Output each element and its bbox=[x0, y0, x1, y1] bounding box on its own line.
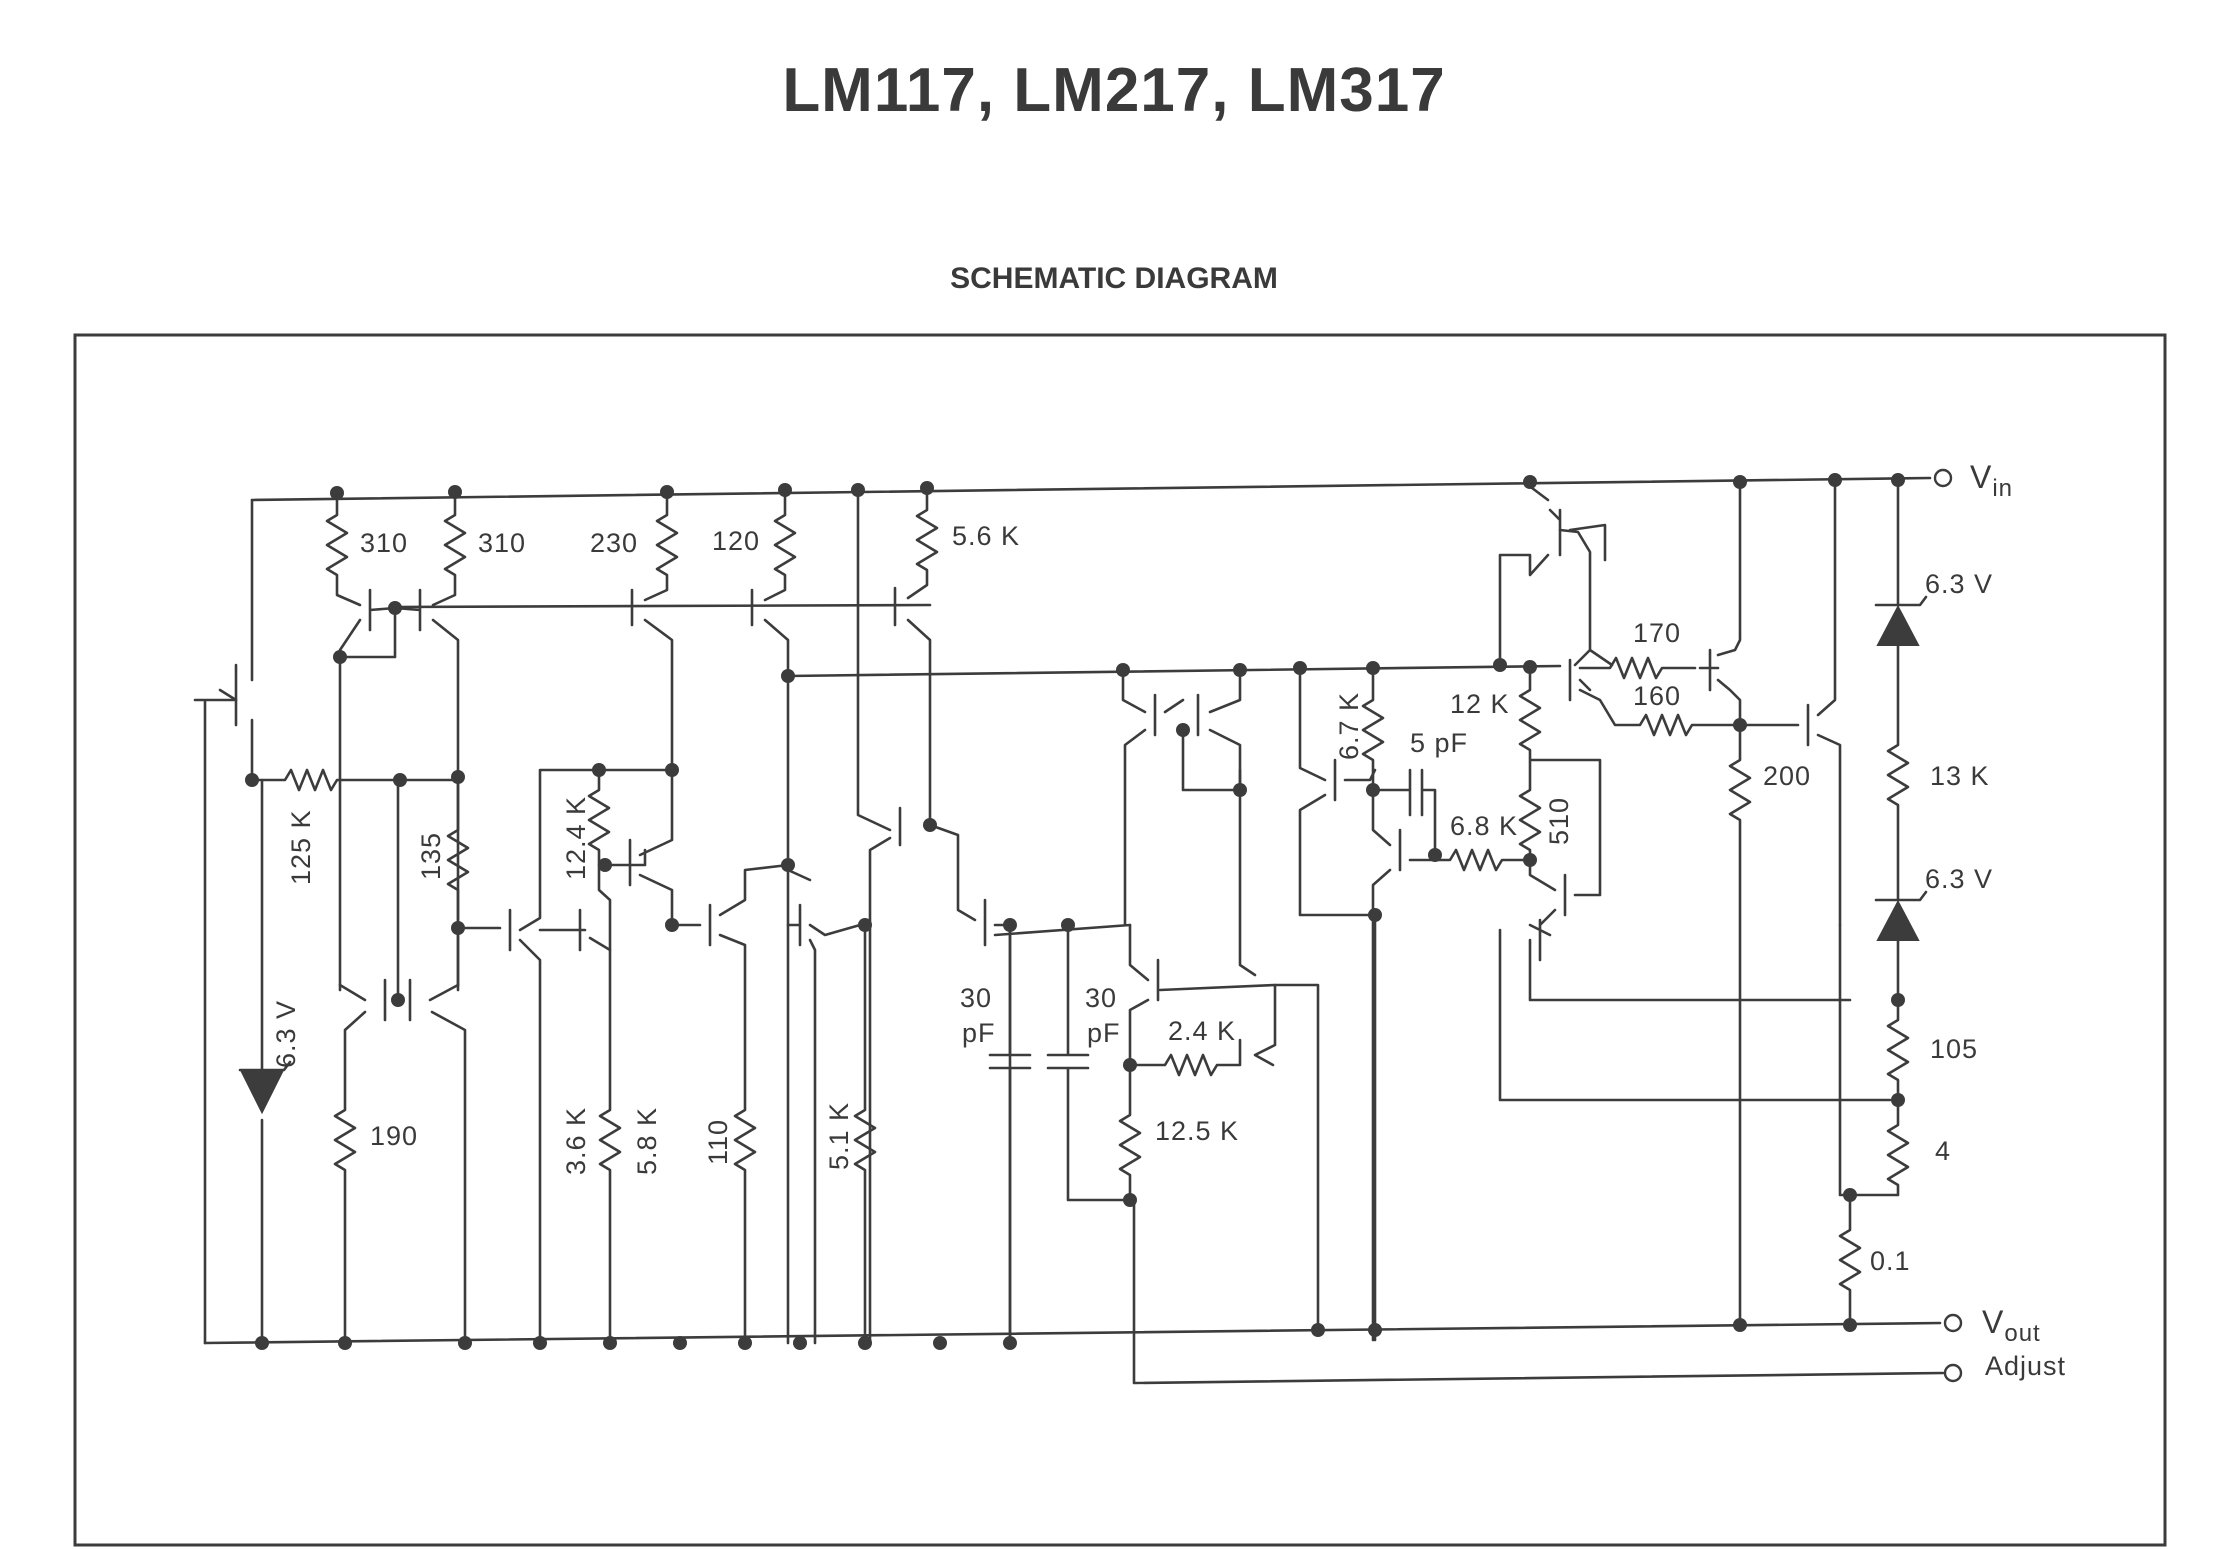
label-2k4: 2.4 K bbox=[1168, 1016, 1236, 1046]
error-amp bbox=[1118, 668, 1320, 1332]
label-125k: 125 K bbox=[286, 809, 316, 885]
page-title: LM117, LM217, LM317 bbox=[782, 56, 1446, 125]
label-105: 105 bbox=[1930, 1034, 1978, 1064]
label-zener-top: 6.3 V bbox=[1925, 569, 1993, 599]
diagram-subtitle: SCHEMATIC DIAGRAM bbox=[950, 262, 1278, 295]
label-310a: 310 bbox=[360, 528, 408, 558]
vout-label: Vout bbox=[1982, 1304, 2041, 1347]
vin-rail bbox=[250, 476, 1932, 502]
right-column bbox=[1838, 478, 1928, 1332]
label-230: 230 bbox=[590, 528, 638, 558]
label-5k1: 5.1 K bbox=[824, 1102, 854, 1170]
label-160: 160 bbox=[1633, 681, 1681, 711]
label-5k6: 5.6 K bbox=[952, 521, 1020, 551]
label-510: 510 bbox=[1544, 797, 1574, 845]
rails bbox=[203, 476, 1945, 1385]
zener-diode-left bbox=[240, 1071, 284, 1115]
adjust-line bbox=[1132, 1198, 1945, 1385]
label-zener-left: 6.3 V bbox=[271, 1000, 301, 1068]
output-driver bbox=[1298, 665, 1892, 1342]
label-6k7: 6.7 K bbox=[1334, 692, 1364, 760]
junction-dots bbox=[245, 473, 1905, 1350]
component-labels: 310 310 230 120 5.6 K 125 K 135 12.4 K 1… bbox=[271, 521, 1993, 1276]
vin-label: Vin bbox=[1970, 459, 2013, 502]
label-200: 200 bbox=[1763, 761, 1811, 791]
lower-mirror bbox=[333, 778, 467, 1345]
gain-stage bbox=[456, 768, 1132, 1345]
label-c30b-unit: pF bbox=[1087, 1018, 1121, 1048]
zener-diode-mid bbox=[1876, 899, 1920, 941]
label-13k: 13 K bbox=[1930, 761, 1990, 791]
diagram-frame bbox=[73, 333, 2167, 1547]
label-170: 170 bbox=[1633, 618, 1681, 648]
bias-bus bbox=[388, 603, 932, 609]
vout-rail bbox=[203, 1321, 1942, 1345]
label-12k4: 12.4 K bbox=[561, 796, 591, 880]
label-120: 120 bbox=[712, 526, 760, 556]
label-110: 110 bbox=[703, 1119, 733, 1165]
adjust-terminal[interactable] bbox=[1943, 1363, 1963, 1383]
upper-column bbox=[630, 486, 939, 1345]
label-190: 190 bbox=[370, 1121, 418, 1151]
label-5pf: 5 pF bbox=[1410, 728, 1468, 758]
label-c30a-value: 30 bbox=[960, 983, 992, 1013]
label-6k8: 6.8 K bbox=[1450, 811, 1518, 841]
label-5k8: 5.8 K bbox=[632, 1107, 662, 1175]
label-c30b-value: 30 bbox=[1085, 983, 1117, 1013]
label-3k6: 3.6 K bbox=[561, 1107, 591, 1175]
label-12k: 12 K bbox=[1450, 689, 1510, 719]
label-12k5: 12.5 K bbox=[1155, 1116, 1239, 1146]
vin-terminal[interactable] bbox=[1933, 468, 1953, 488]
adjust-label: Adjust bbox=[1985, 1351, 2066, 1381]
label-310b: 310 bbox=[478, 528, 526, 558]
startup-section bbox=[193, 498, 457, 1345]
label-c30a-unit: pF bbox=[962, 1018, 996, 1048]
label-4: 4 bbox=[1935, 1136, 1951, 1166]
label-0-1: 0.1 bbox=[1870, 1246, 1911, 1276]
label-zener-mid: 6.3 V bbox=[1925, 864, 1993, 894]
internal-rail bbox=[786, 664, 1562, 678]
label-135: 135 bbox=[416, 832, 446, 880]
vout-terminal[interactable] bbox=[1943, 1313, 1963, 1333]
pass-transistor bbox=[1498, 478, 1842, 1332]
compensation-caps bbox=[988, 923, 1136, 1345]
zener-diode-top bbox=[1876, 604, 1920, 646]
